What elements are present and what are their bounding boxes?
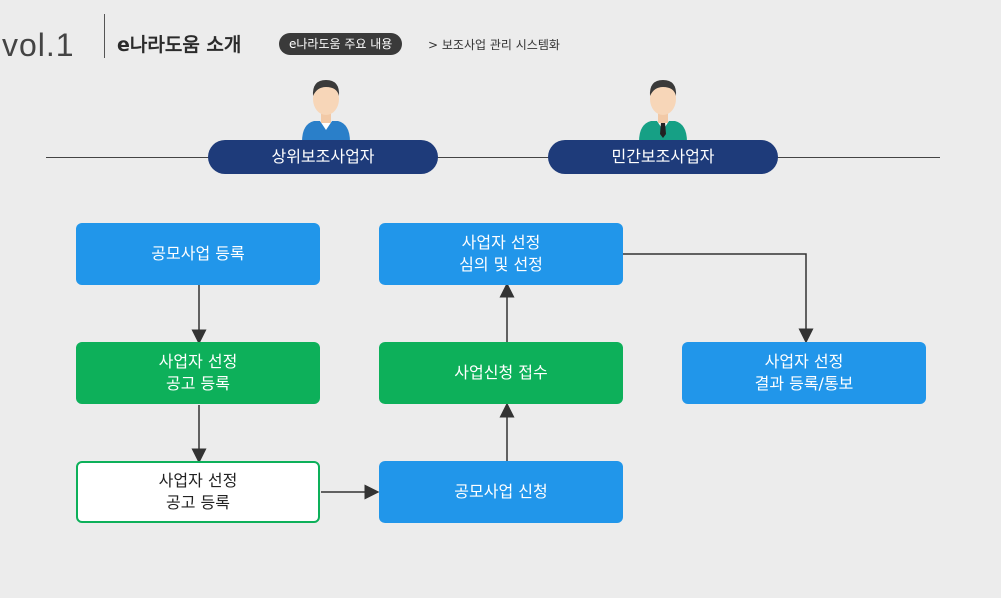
- box-notice-green: 사업자 선정 공고 등록: [76, 342, 320, 404]
- box-review-line1: 사업자 선정: [461, 233, 541, 252]
- box-register-label: 공모사업 등록: [151, 244, 245, 263]
- box-register: 공모사업 등록: [76, 223, 320, 285]
- person-green-icon: [639, 80, 687, 142]
- box-review-line2: 심의 및 선정: [459, 255, 543, 274]
- breadcrumb: > 보조사업 관리 시스템화: [428, 38, 560, 52]
- header-divider: [104, 14, 105, 58]
- box-notice-white: 사업자 선정 공고 등록: [76, 461, 320, 523]
- section-pill: e나라도움 주요 내용: [279, 33, 403, 55]
- arrow-review-to-result: [623, 253, 814, 344]
- role-divider-line: [46, 157, 940, 158]
- box-receive: 사업신청 접수: [379, 342, 623, 404]
- person-blue-icon: [302, 80, 350, 142]
- box-notice-green-line2: 공고 등록: [166, 374, 230, 393]
- role-upper-subsidy: 상위보조사업자: [208, 140, 438, 174]
- box-result: 사업자 선정 결과 등록/통보: [682, 342, 926, 404]
- page-title: e나라도움 소개: [117, 34, 242, 56]
- box-receive-label: 사업신청 접수: [454, 363, 548, 382]
- box-apply: 공모사업 신청: [379, 461, 623, 523]
- box-notice-white-line1: 사업자 선정: [158, 471, 238, 490]
- role-private-subsidy: 민간보조사업자: [548, 140, 778, 174]
- box-result-line1: 사업자 선정: [764, 352, 844, 371]
- volume-label: vol.1: [2, 27, 75, 63]
- box-notice-green-line1: 사업자 선정: [158, 352, 238, 371]
- box-apply-label: 공모사업 신청: [454, 482, 548, 501]
- box-result-line2: 결과 등록/통보: [754, 374, 854, 393]
- box-notice-white-line2: 공고 등록: [166, 493, 230, 512]
- box-review: 사업자 선정 심의 및 선정: [379, 223, 623, 285]
